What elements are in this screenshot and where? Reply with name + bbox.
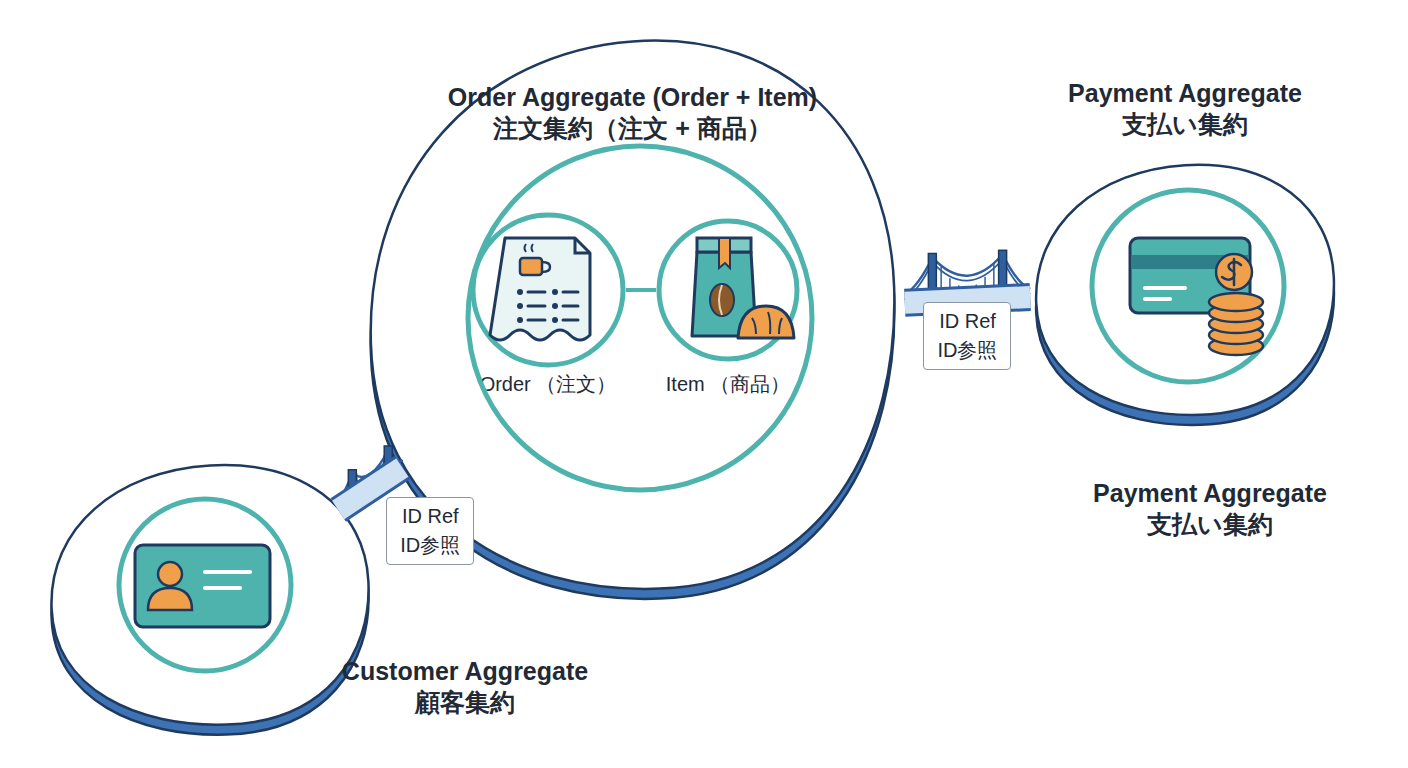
customer-icon-part-part bbox=[205, 586, 240, 590]
payment-icon-part-part bbox=[1216, 254, 1252, 290]
entity-ring bbox=[659, 221, 797, 359]
blob-outline bbox=[1036, 165, 1334, 415]
payment-icon-part-part bbox=[1209, 337, 1263, 355]
payment-icon-part-part bbox=[1209, 293, 1263, 311]
order-icon-part bbox=[525, 244, 534, 252]
entity-ring bbox=[473, 215, 623, 365]
payment-icon-part-part bbox=[1145, 286, 1185, 290]
order-icon-part-part bbox=[552, 317, 558, 323]
blob-outline bbox=[371, 41, 895, 589]
edge-label: ID Ref ID参照 bbox=[923, 302, 1011, 370]
order-icon-part bbox=[490, 238, 590, 340]
payment-icon-part bbox=[1092, 190, 1284, 382]
item-icon-part bbox=[697, 238, 751, 252]
order-icon-part-part bbox=[517, 303, 523, 309]
order-icon-part-part bbox=[517, 317, 523, 323]
order-icon-part-part bbox=[552, 289, 558, 295]
aggregate-blob: Payment Aggregate 支払い集約Payment Aggregate… bbox=[1030, 160, 1340, 420]
order-icon-part bbox=[575, 238, 590, 253]
payment-icon-part-part bbox=[1209, 304, 1263, 322]
entity-label: Order （注文） bbox=[458, 372, 638, 396]
item-icon-part bbox=[719, 238, 730, 268]
inner-ring-part bbox=[626, 288, 656, 292]
customer-icon-part bbox=[135, 545, 270, 627]
order-icon-part bbox=[517, 289, 558, 323]
customer-icon-part bbox=[148, 588, 192, 610]
node-outline bbox=[656, 218, 800, 362]
order-icon-part-part bbox=[563, 319, 578, 322]
order-icon-part-part bbox=[563, 305, 578, 308]
order-icon-part-part bbox=[528, 319, 545, 322]
inner-ring bbox=[468, 146, 812, 490]
item-icon-part bbox=[752, 312, 782, 334]
aggregate-heading: Payment Aggregate 支払い集約 bbox=[1035, 78, 1335, 139]
payment-icon-part bbox=[1145, 288, 1185, 299]
order-icon-part-part bbox=[552, 303, 558, 309]
aggregate-blob: Customer Aggregate 顧客集約 bbox=[45, 460, 375, 730]
order-icon-part-part bbox=[528, 305, 545, 308]
inner-ring-part bbox=[468, 146, 812, 490]
entity-label: Item （商品） bbox=[638, 372, 818, 396]
order-icon-part-part bbox=[563, 291, 578, 294]
payment-icon-part-part bbox=[1145, 297, 1170, 301]
payment-icon-part bbox=[1222, 259, 1241, 285]
order-icon-part-part bbox=[528, 291, 545, 294]
payment-icon-part bbox=[1209, 254, 1263, 355]
order-icon-part bbox=[542, 262, 550, 272]
order-icon bbox=[490, 238, 590, 340]
aggregate-heading: Order Aggregate (Order + Item) 注文集約（注文 +… bbox=[400, 82, 865, 143]
node-outline bbox=[470, 212, 626, 368]
edge-label: ID Ref ID参照 bbox=[386, 497, 474, 565]
customer-icon-part bbox=[205, 572, 250, 588]
item-icon-part bbox=[710, 284, 734, 316]
customer-icon-part-part bbox=[205, 570, 250, 574]
item-icon-part bbox=[738, 306, 794, 338]
aggregate-heading: Customer Aggregate 顧客集約 bbox=[325, 656, 605, 717]
payment-icon-part-part bbox=[1209, 326, 1263, 344]
customer-icon bbox=[119, 499, 291, 671]
order-icon-part bbox=[520, 258, 542, 275]
payment-icon bbox=[1092, 190, 1284, 382]
bridge-connector bbox=[905, 250, 1030, 302]
node-outline bbox=[45, 460, 375, 730]
item-icon bbox=[692, 238, 794, 338]
blob-outline bbox=[51, 465, 368, 725]
item-icon-part bbox=[719, 285, 722, 315]
payment-icon-part bbox=[1131, 255, 1249, 269]
payment-icon-part bbox=[1130, 238, 1250, 313]
entity-circle: Item （商品） bbox=[656, 218, 800, 362]
customer-icon-part bbox=[119, 499, 291, 671]
customer-icon-part bbox=[158, 562, 182, 586]
item-icon-part bbox=[692, 252, 756, 336]
order-icon-part-part bbox=[517, 289, 523, 295]
aggregate-heading: Payment Aggregate 支払い集約 bbox=[1060, 478, 1360, 539]
node-outline bbox=[1030, 160, 1340, 420]
order-icon-part bbox=[528, 292, 578, 320]
entity-circle: Order （注文） bbox=[470, 212, 626, 368]
payment-icon-part-part bbox=[1209, 315, 1263, 333]
